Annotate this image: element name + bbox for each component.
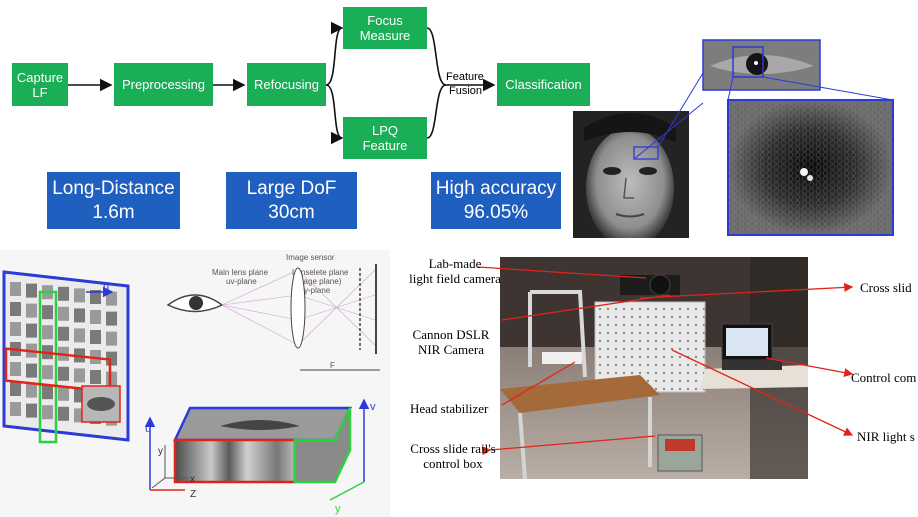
sub-aperture-cell — [90, 290, 101, 304]
sub-aperture-cell — [10, 382, 21, 396]
sub-aperture-cell — [26, 363, 37, 378]
svg-text:Lenselete plane: Lenselete plane — [292, 268, 349, 277]
sub-aperture-cell — [42, 405, 53, 420]
sub-aperture-cell — [106, 351, 117, 366]
svg-text:F: F — [330, 361, 335, 370]
sub-aperture-cell — [42, 385, 53, 400]
sub-aperture-cell — [26, 403, 37, 418]
head-stabilizer-label: Head stabilizer — [410, 401, 489, 416]
svg-text:x: x — [190, 474, 195, 485]
face-photo — [573, 111, 689, 238]
sub-aperture-cell — [42, 365, 53, 380]
epi-slab — [173, 406, 352, 484]
sub-aperture-cell — [74, 308, 85, 323]
svg-text:Main lens plane: Main lens plane — [212, 268, 269, 277]
annotation-lines — [477, 266, 854, 456]
nir-light-label: NIR light s — [857, 429, 915, 444]
classification-box: Classification — [497, 63, 590, 106]
cross-slide-label: Cross slid — [860, 280, 912, 295]
sub-aperture-cell — [90, 310, 101, 324]
sub-aperture-cell — [74, 328, 85, 343]
sub-aperture-cell — [58, 306, 69, 321]
sub-aperture-cell — [90, 330, 101, 344]
sub-aperture-cell — [90, 370, 101, 384]
sub-aperture-cell — [74, 408, 85, 423]
image-sensor-label: Image sensor — [286, 253, 335, 262]
refocusing-box: Refocusing — [247, 63, 326, 106]
svg-text:v: v — [370, 401, 376, 413]
sub-aperture-cell — [74, 388, 85, 403]
sub-aperture-cell — [74, 288, 85, 303]
sub-aperture-cell — [58, 326, 69, 341]
sub-aperture-cell — [26, 323, 37, 338]
sub-aperture-cell — [10, 302, 21, 316]
svg-text:Z: Z — [190, 489, 196, 500]
sub-aperture-cell — [58, 386, 69, 401]
sub-aperture-cell — [10, 322, 21, 336]
optics-schematic: Image sensor Main lens plane uv-plane Le… — [166, 253, 380, 371]
sub-aperture-cell — [58, 366, 69, 381]
sub-aperture-grid — [2, 270, 130, 444]
sub-aperture-cell — [106, 371, 117, 386]
pipeline-arrows — [68, 21, 496, 145]
sub-aperture-cell — [42, 305, 53, 320]
preprocessing-box: Preprocessing — [114, 63, 213, 106]
svg-text:y: y — [158, 446, 163, 457]
sub-aperture-cell — [58, 286, 69, 301]
axis-u-label: u — [103, 281, 109, 293]
coordinate-axes — [144, 398, 370, 501]
svg-text:uv-plane: uv-plane — [226, 277, 257, 286]
control-computer-label: Control com — [851, 370, 917, 385]
svg-text:y: y — [335, 503, 341, 515]
svg-text:(Image plane): (Image plane) — [292, 277, 342, 286]
svg-text:u: u — [145, 423, 151, 435]
setup-photo — [500, 257, 808, 479]
sub-aperture-cell — [26, 303, 37, 318]
sub-aperture-cell — [10, 282, 21, 296]
svg-text:xy-plane: xy-plane — [300, 286, 331, 295]
sub-aperture-cell — [74, 368, 85, 383]
lenslet-eye-zoom — [728, 100, 893, 235]
sub-aperture-cell — [106, 331, 117, 346]
eye-crop — [703, 40, 820, 90]
sub-aperture-cell — [106, 311, 117, 326]
sub-aperture-cell — [26, 383, 37, 398]
face-eye-zoom-figure — [573, 39, 894, 238]
sub-aperture-cell — [58, 406, 69, 421]
sub-aperture-cell — [10, 362, 21, 376]
light-field-diagram: u Image sensor Main lens plane uv-plane … — [0, 250, 390, 517]
sub-aperture-cell — [106, 291, 117, 306]
sub-aperture-cell — [42, 325, 53, 340]
sub-aperture-cell — [26, 283, 37, 298]
sub-aperture-cell — [10, 402, 21, 416]
